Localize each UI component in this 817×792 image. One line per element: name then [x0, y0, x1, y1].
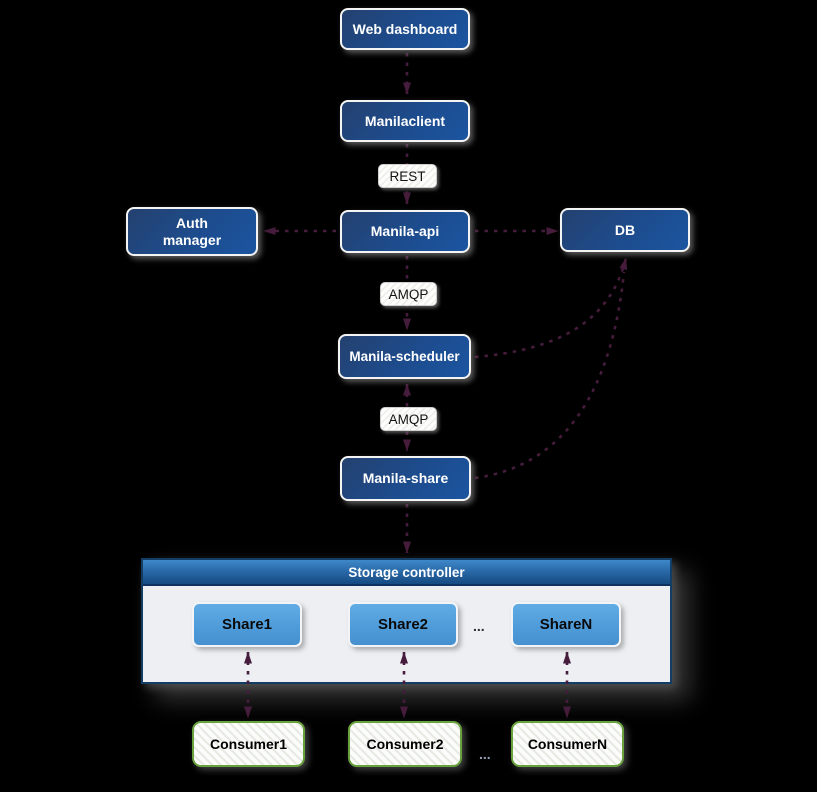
share2-node: Share2	[348, 602, 458, 647]
amqp-scheduler-share-label: AMQP	[380, 407, 437, 431]
consumerN-node: ConsumerN	[511, 721, 624, 767]
db-node: DB	[560, 208, 690, 252]
shares-ellipsis: ...	[473, 618, 485, 634]
share1-node: Share1	[192, 602, 302, 647]
consumers-ellipsis: ...	[479, 746, 491, 762]
consumer2-node: Consumer2	[348, 721, 462, 767]
storage-controller-title: Storage controller	[143, 560, 670, 586]
edge-share-db-curve	[474, 271, 626, 480]
shareN-node: ShareN	[511, 602, 621, 647]
storage-controller-box: Storage controller Share1 Share2 ShareN …	[141, 558, 672, 684]
consumer1-node: Consumer1	[192, 721, 305, 767]
amqp-api-scheduler-label: AMQP	[380, 282, 437, 306]
web-dashboard-node: Web dashboard	[340, 8, 470, 50]
manila-scheduler-node: Manila-scheduler	[338, 334, 471, 379]
manilaclient-node: Manilaclient	[340, 100, 470, 142]
edge-scheduler-db-curve	[474, 257, 628, 359]
manila-share-node: Manila-share	[340, 456, 471, 501]
rest-edge-label: REST	[378, 164, 437, 188]
auth-manager-node: Auth manager	[126, 207, 258, 256]
manila-api-node: Manila-api	[340, 210, 470, 253]
